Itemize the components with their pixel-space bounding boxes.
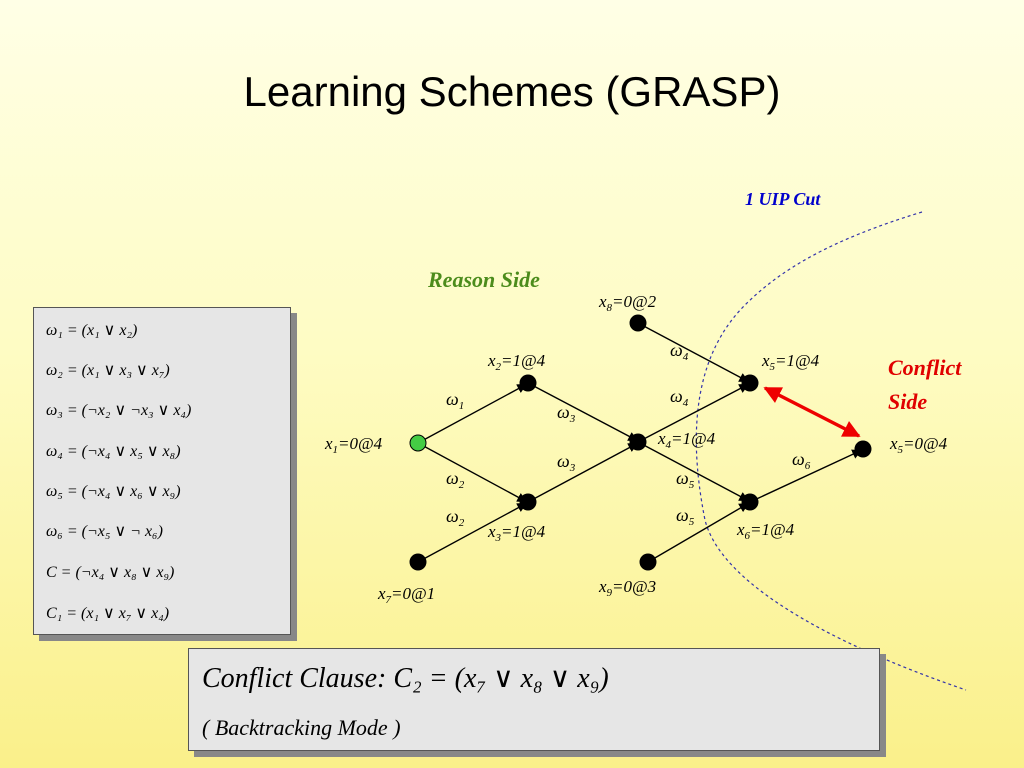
- label-x9: x9=0@3: [598, 577, 656, 599]
- edge-x6-x5b: [749, 449, 863, 503]
- clause-c1: C₁ = (x₁ ∨ x₇ ∨ x₄): [46, 605, 170, 622]
- node-x3: [519, 493, 537, 511]
- edge-label-omega4-a: ω4: [670, 340, 689, 363]
- label-x7: x7=0@1: [377, 584, 435, 606]
- clause-omega4: ω₄ = (¬x₄ ∨ x₅ ∨ x₈): [46, 443, 181, 460]
- clause-list-box: ω₁ = (x₁ ∨ x₂) ω₂ = (x₁ ∨ x₃ ∨ x₇) ω₃ = …: [33, 307, 291, 635]
- node-x9: [639, 553, 657, 571]
- clause-omega5: ω₅ = (¬x₄ ∨ x₆ ∨ x₉): [46, 483, 181, 500]
- label-x8: x8=0@2: [598, 292, 657, 314]
- node-x1: [409, 434, 427, 452]
- edge-x4-x6: [637, 441, 750, 502]
- conflict-side-label-1: Conflict: [888, 355, 962, 380]
- clause-c: C = (¬x₄ ∨ x₈ ∨ x₉): [46, 564, 175, 581]
- edge-label-omega3-b: ω3: [557, 451, 576, 474]
- node-x6: [741, 493, 759, 511]
- edge-x4-x5: [637, 383, 750, 443]
- edge-x7-x3: [417, 502, 528, 563]
- edge-label-omega4-b: ω4: [670, 386, 689, 409]
- edge-x1-x2: [417, 383, 528, 444]
- edge-label-omega2-a: ω2: [446, 468, 465, 491]
- edge-label-omega5-b: ω5: [676, 505, 695, 528]
- node-x8: [629, 314, 647, 332]
- edge-label-omega2-b: ω2: [446, 506, 465, 529]
- edge-x3-x4: [527, 442, 639, 503]
- edge-label-omega3-a: ω3: [557, 402, 576, 425]
- node-x5-bottom: [854, 440, 872, 458]
- label-x3: x3=1@4: [487, 522, 546, 544]
- uip-cut-line: [695, 211, 967, 691]
- conflict-clause-text: Conflict Clause: C₂ = (x₇ ∨ x₈ ∨ x₉): [202, 663, 609, 694]
- conflict-arrow: [763, 386, 861, 438]
- node-x7: [409, 553, 427, 571]
- clause-omega3: ω₃ = (¬x₂ ∨ ¬x₃ ∨ x₄): [46, 402, 192, 419]
- label-x5-top: x5=1@4: [761, 351, 820, 373]
- label-x5-bottom: x5=0@4: [889, 434, 948, 456]
- clause-omega6: ω₆ = (¬x₅ ∨ ¬ x₆): [46, 523, 163, 540]
- node-x4: [629, 433, 647, 451]
- edge-x1-x3: [417, 442, 528, 503]
- conflict-clause-box: Conflict Clause: C₂ = (x₇ ∨ x₈ ∨ x₉) ( B…: [188, 648, 880, 751]
- graph-edges: [417, 322, 863, 563]
- reason-side-label: Reason Side: [427, 267, 540, 292]
- node-x5-top: [741, 374, 759, 392]
- uip-cut-label: 1 UIP Cut: [745, 189, 821, 209]
- slide-title: Learning Schemes (GRASP): [243, 68, 781, 115]
- conflict-side-label-2: Side: [888, 389, 927, 414]
- label-x4: x4=1@4: [657, 429, 716, 451]
- edge-label-omega1: ω1: [446, 389, 464, 412]
- backtracking-mode-text: ( Backtracking Mode ): [202, 715, 401, 740]
- label-x6: x6=1@4: [736, 520, 795, 542]
- node-x2: [519, 374, 537, 392]
- clause-omega2: ω₂ = (x₁ ∨ x₃ ∨ x₇): [46, 362, 170, 379]
- edge-x8-x5: [637, 322, 750, 383]
- edge-label-omega6: ω6: [792, 449, 811, 472]
- clause-omega1: ω₁ = (x₁ ∨ x₂): [46, 322, 138, 339]
- edge-x2-x4: [527, 382, 639, 442]
- label-x2: x2=1@4: [487, 351, 546, 373]
- graph-nodes: [409, 314, 872, 571]
- label-x1: x1=0@4: [324, 434, 383, 456]
- edge-label-omega5-a: ω5: [676, 468, 695, 491]
- edge-x9-x6: [647, 502, 750, 563]
